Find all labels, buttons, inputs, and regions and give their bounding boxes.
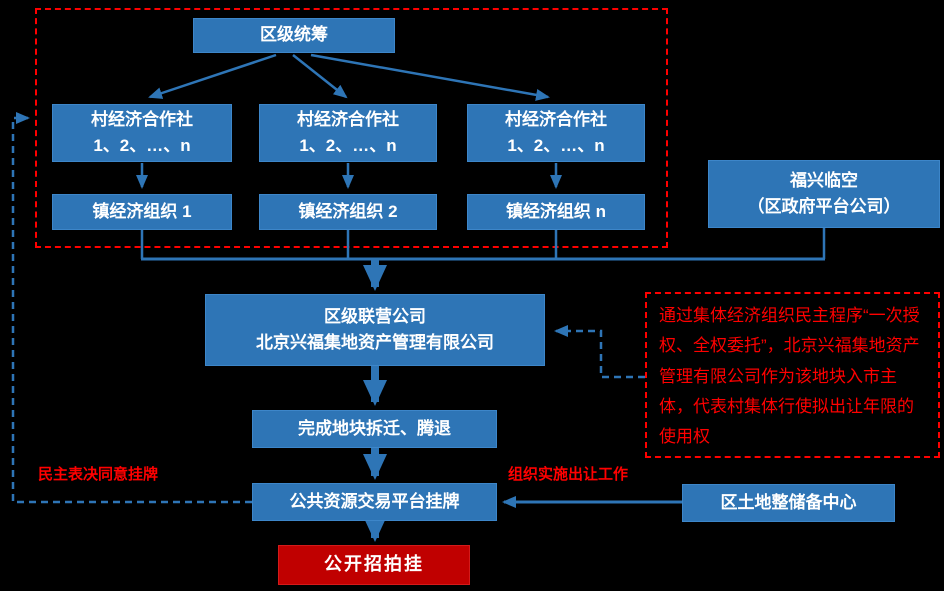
node-label: 镇经济组织 2 (298, 201, 398, 221)
authorization-note-text: 通过集体经济组织民主程序“一次授权、全权委托”，北京兴福集地资产管理有限公司作为… (659, 306, 920, 446)
demolition-vacate-node: 完成地块拆迁、腾退 (252, 410, 497, 448)
node-label-line1: 村经济合作社 (91, 109, 193, 129)
public-resource-platform-node: 公共资源交易平台挂牌 (252, 483, 497, 521)
district-coordination-node: 区级统筹 (193, 18, 395, 53)
node-label-line2: 北京兴福集地资产管理有限公司 (256, 333, 494, 352)
node-label-line2: （区政府平台公司） (747, 197, 901, 216)
node-label: 公开招拍挂 (324, 554, 424, 575)
node-label-line1: 区级联营公司 (324, 306, 426, 326)
node-label: 镇经济组织 1 (92, 201, 192, 221)
district-joint-venture-node: 区级联营公司 北京兴福集地资产管理有限公司 (205, 294, 545, 366)
node-label-line2: 1、2、…、n (507, 136, 605, 155)
node-label: 完成地块拆迁、腾退 (298, 418, 451, 438)
node-label-line1: 村经济合作社 (297, 109, 399, 129)
village-coop-node-2: 村经济合作社 1、2、…、n (259, 104, 437, 162)
town-economic-org-node-n: 镇经济组织 n (467, 194, 645, 230)
public-bidding-node: 公开招拍挂 (278, 545, 470, 585)
node-label: 区级统筹 (260, 25, 328, 45)
node-label-line1: 村经济合作社 (505, 109, 607, 129)
land-reserve-center-node: 区土地整储备中心 (682, 484, 895, 522)
town-economic-org-node-2: 镇经济组织 2 (259, 194, 437, 230)
democratic-vote-label: 民主表决同意挂牌 (38, 466, 159, 483)
node-label-line2: 1、2、…、n (299, 136, 397, 155)
fuxing-linkong-node: 福兴临空 （区政府平台公司） (708, 160, 940, 228)
town-economic-org-node-1: 镇经济组织 1 (52, 194, 232, 230)
village-coop-node-1: 村经济合作社 1、2、…、n (52, 104, 232, 162)
organize-transfer-label: 组织实施出让工作 (508, 466, 629, 483)
village-coop-node-3: 村经济合作社 1、2、…、n (467, 104, 645, 162)
node-label: 镇经济组织 n (505, 201, 607, 221)
authorization-note: 通过集体经济组织民主程序“一次授权、全权委托”，北京兴福集地资产管理有限公司作为… (645, 292, 940, 458)
node-label: 区土地整储备中心 (720, 492, 857, 512)
coop-region-dashed-border (35, 8, 668, 248)
node-label-line2: 1、2、…、n (93, 136, 191, 155)
node-label: 公共资源交易平台挂牌 (289, 491, 460, 511)
node-label-line1: 福兴临空 (790, 170, 858, 190)
